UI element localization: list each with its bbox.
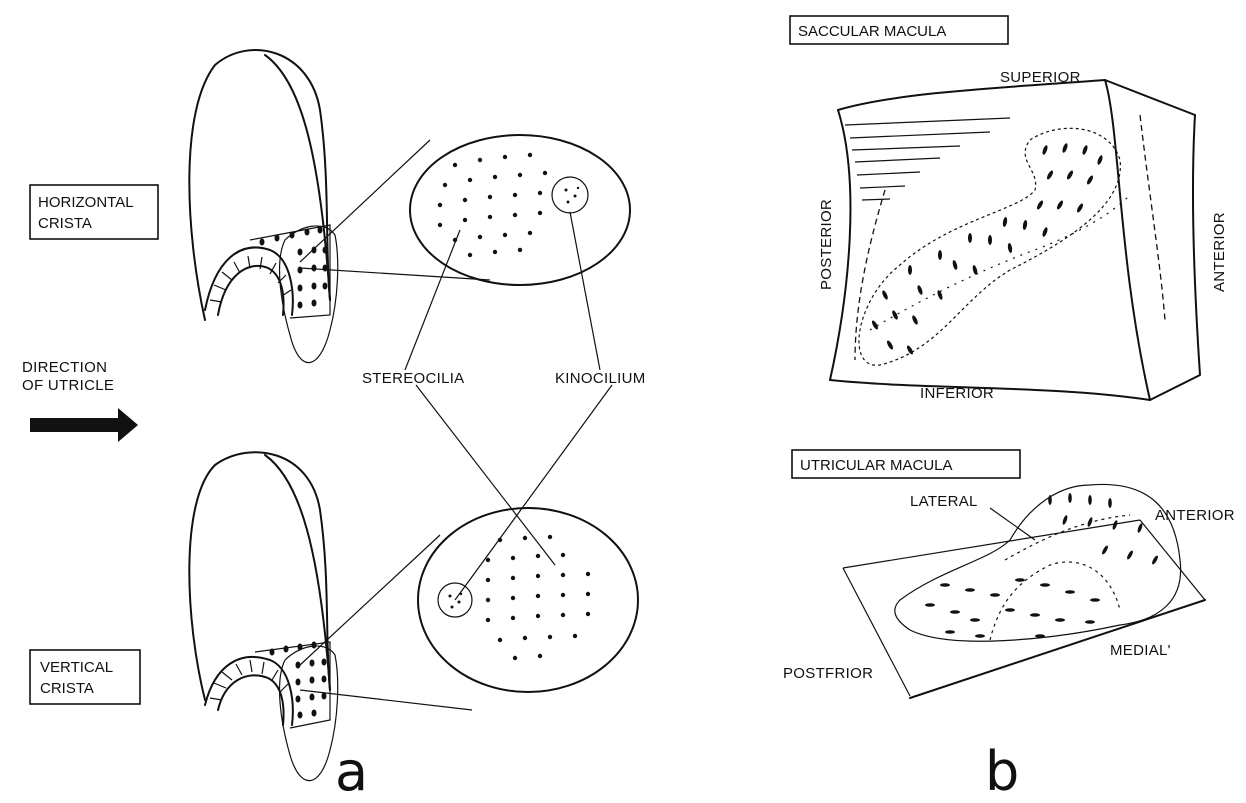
utricular-anterior-label: ANTERIOR (1155, 507, 1235, 524)
utricular-macula-drawing: LATERAL ANTERIOR POSTFRIOR MEDIAL' (783, 484, 1235, 698)
magnified-bundle-lower (300, 508, 638, 710)
vertical-crista-label-line1: VERTICAL (40, 659, 113, 676)
crista-dots-lower (270, 642, 327, 719)
direction-arrow-icon (30, 408, 138, 442)
utricular-posterior-label: POSTFRIOR (783, 665, 873, 682)
kinocilium-label: KINOCILIUM (555, 370, 646, 387)
saccular-posterior-label: POSTERIOR (818, 199, 835, 290)
saccular-superior-label: SUPERIOR (1000, 69, 1081, 86)
saccular-inferior-label: INFERIOR (920, 385, 994, 402)
stereocilia-dots-lower (486, 535, 590, 660)
direction-of-utricle: DIRECTION OF UTRICLE (22, 359, 138, 442)
cilia-leaders: STEREOCILIA KINOCILIUM (362, 212, 646, 600)
saccular-hatching (845, 118, 1010, 200)
saccular-macula-drawing: SUPERIOR INFERIOR POSTERIOR ANTERIOR (818, 69, 1228, 402)
saccular-anterior-label: ANTERIOR (1211, 212, 1228, 292)
horizontal-crista-drawing (189, 50, 337, 363)
horizontal-crista-label-box: HORIZONTAL CRISTA (30, 185, 158, 239)
saccular-hair-marks (871, 143, 1104, 356)
stereocilia-dots-upper (438, 153, 547, 257)
crista-stripes-lower (210, 660, 288, 700)
saccular-title: SACCULAR MACULA (798, 23, 946, 40)
stereocilia-label: STEREOCILIA (362, 370, 465, 387)
magnified-bundle-upper (300, 135, 630, 285)
utricular-title-box: UTRICULAR MACULA (792, 450, 1020, 478)
horizontal-crista-label-line2: CRISTA (38, 215, 92, 232)
vertical-crista-label-line2: CRISTA (40, 680, 94, 697)
utricular-medial-label: MEDIAL' (1110, 642, 1171, 659)
vertical-crista-label-box: VERTICAL CRISTA (30, 650, 140, 704)
utricular-lateral-label: LATERAL (910, 493, 978, 510)
utricular-hair-marks (925, 493, 1159, 638)
vertical-crista-drawing (189, 452, 337, 780)
panel-b-letter: b (985, 740, 1019, 803)
horizontal-crista-label-line1: HORIZONTAL (38, 194, 134, 211)
utricular-title: UTRICULAR MACULA (800, 457, 953, 474)
saccular-title-box: SACCULAR MACULA (790, 16, 1008, 44)
direction-label-line1: DIRECTION (22, 359, 107, 376)
panel-a-letter: a (335, 740, 368, 803)
direction-label-line2: OF UTRICLE (22, 377, 114, 394)
